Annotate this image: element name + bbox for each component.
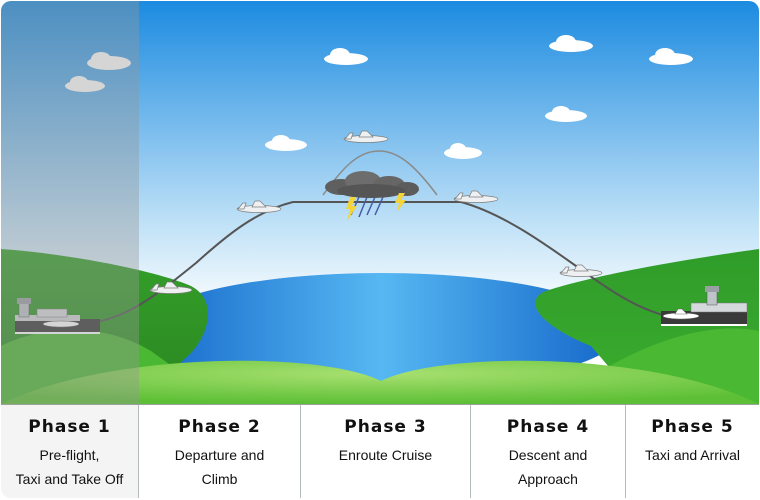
phase-description: Taxi and Arrival: [626, 443, 759, 467]
phase-description-line: Approach: [518, 471, 578, 487]
phase-description-line: Descent and: [508, 447, 588, 463]
phase-2[interactable]: Phase 2 Departure and Climb: [139, 405, 301, 498]
phase-description: Departure and Climb: [139, 443, 300, 491]
phase-3[interactable]: Phase 3 Enroute Cruise: [301, 405, 471, 498]
phase-description-line: Taxi and Arrival: [645, 447, 740, 463]
airplane-icon: [149, 281, 193, 294]
phase-title: Phase 3: [344, 417, 427, 437]
phase-4[interactable]: Phase 4 Descent and Approach: [471, 405, 626, 498]
phase-description: Pre-flight, Taxi and Take Off: [1, 443, 138, 491]
cloud-icon: [65, 35, 693, 159]
phase-title: Phase 5: [651, 417, 734, 437]
flight-scene: [1, 1, 759, 404]
airplane-icon: [453, 190, 499, 203]
airplane-icon: [662, 308, 700, 320]
phase-title: Phase 4: [506, 417, 590, 437]
phase-description-line: Pre-flight,: [39, 447, 100, 463]
phase-labels: Phase 1 Pre-flight, Taxi and Take Off Ph…: [1, 404, 759, 498]
lightning-icon: [395, 193, 406, 212]
phase-description: Descent and Approach: [471, 443, 625, 491]
phase-description: Enroute Cruise: [301, 443, 470, 467]
airplane-icon: [559, 264, 603, 277]
alternate-flight-path: [322, 150, 438, 196]
airplane-icon: [236, 200, 282, 213]
phase-title: Phase 1: [28, 417, 111, 437]
phase-5[interactable]: Phase 5 Taxi and Arrival: [626, 405, 759, 498]
foreground-meadow: [1, 360, 759, 404]
airplane-icon: [343, 130, 389, 143]
airplane-icon: [42, 320, 80, 328]
lightning-icon: [346, 197, 357, 221]
phase-1[interactable]: Phase 1 Pre-flight, Taxi and Take Off: [1, 405, 139, 498]
phase-description-line: Climb: [201, 471, 238, 487]
storm-cloud-icon: [325, 171, 419, 218]
phase-description-line: Taxi and Take Off: [15, 471, 124, 487]
phase-description-line: Enroute Cruise: [338, 447, 433, 463]
lake: [141, 273, 621, 389]
phase-description-line: Departure and: [174, 447, 265, 463]
phase-title: Phase 2: [178, 417, 261, 437]
